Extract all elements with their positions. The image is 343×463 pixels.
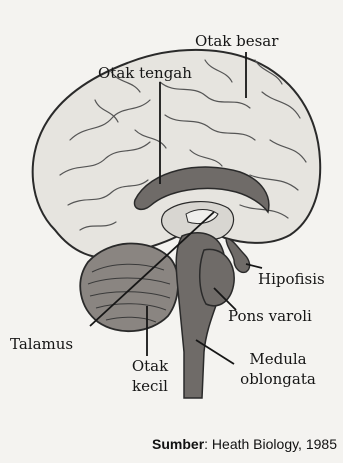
label-medula-line2: oblongata	[228, 370, 328, 388]
label-otak-kecil-line2: kecil	[120, 377, 180, 395]
label-hipofisis: Hipofisis	[258, 270, 325, 288]
label-otak-besar: Otak besar	[195, 32, 278, 50]
source-text: : Heath Biology, 1985	[204, 436, 337, 452]
source-caption: Sumber: Heath Biology, 1985	[152, 436, 337, 452]
source-prefix: Sumber	[152, 436, 204, 452]
label-medula-line1: Medula	[228, 350, 328, 368]
pons	[200, 249, 234, 305]
label-otak-kecil-line1: Otak	[120, 357, 180, 375]
label-talamus: Talamus	[10, 335, 73, 353]
cerebellum	[80, 243, 178, 331]
label-pons-varoli: Pons varoli	[228, 307, 312, 325]
label-otak-tengah: Otak tengah	[98, 64, 192, 82]
